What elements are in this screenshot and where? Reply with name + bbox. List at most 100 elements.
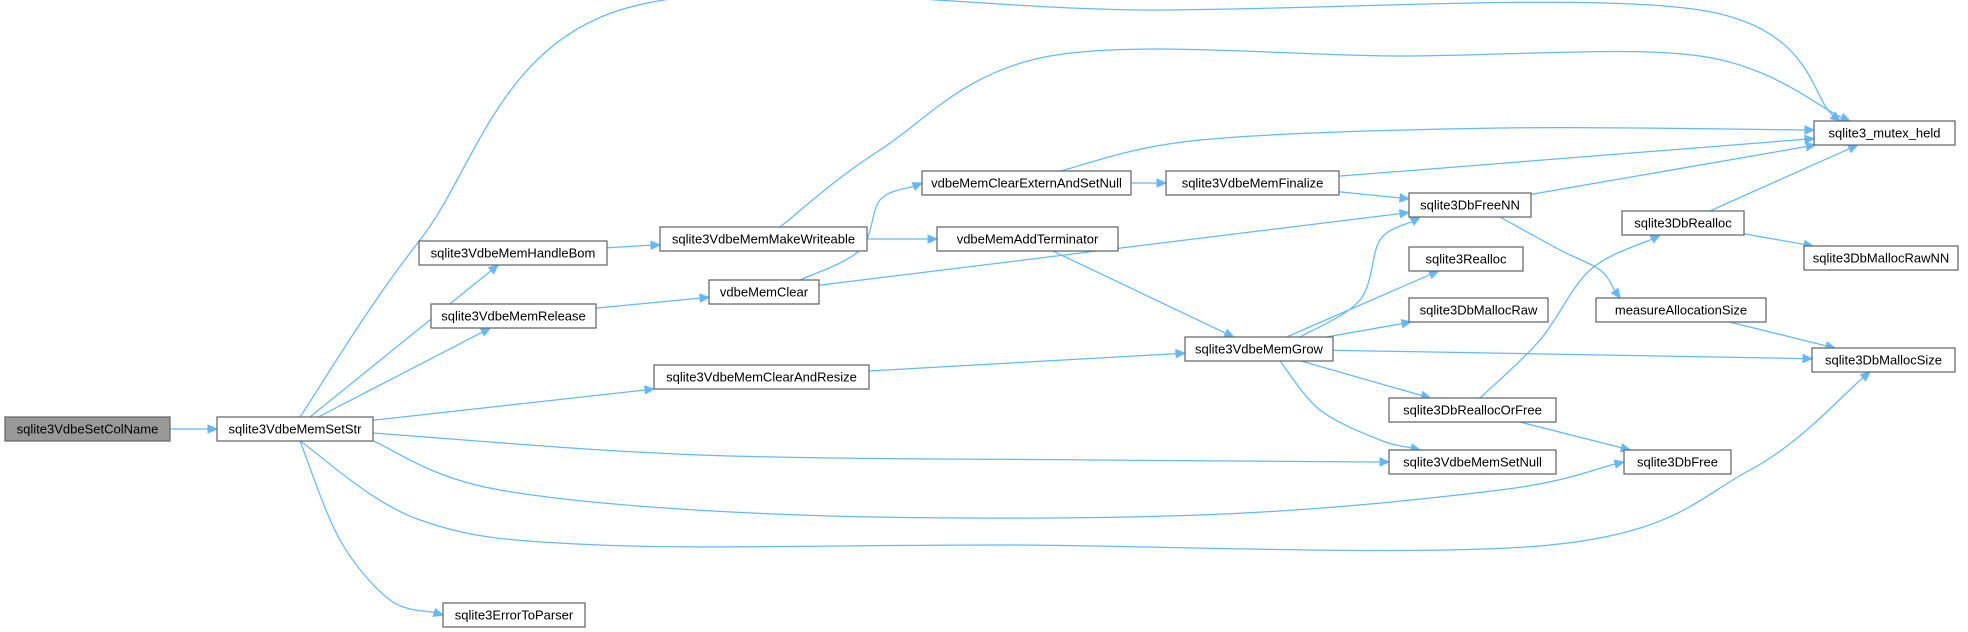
- edge-line: [1338, 191, 1401, 199]
- edge-setstr-to-dbfree: [372, 440, 1626, 519]
- node-label: sqlite3DbReallocOrFree: [1403, 403, 1542, 418]
- edge-finalize-to-dbfreenn: [1338, 191, 1411, 203]
- node-reallocorfree[interactable]: sqlite3DbReallocOrFree: [1388, 397, 1557, 423]
- edge-finalize-to-mutexheld: [1338, 134, 1816, 177]
- edge-line: [1709, 148, 1850, 212]
- node-box: [1408, 192, 1532, 218]
- node-box: [1623, 449, 1732, 475]
- edge-arrowhead: [1804, 125, 1816, 135]
- node-box: [659, 226, 868, 252]
- edge-line: [299, 377, 1864, 552]
- edge-line: [372, 440, 1616, 519]
- node-measure[interactable]: measureAllocationSize: [1595, 297, 1767, 323]
- node-setnull[interactable]: sqlite3VdbeMemSetNull: [1388, 449, 1557, 475]
- edge-line: [309, 270, 492, 418]
- node-label: sqlite3VdbeMemGrow: [1195, 342, 1323, 357]
- node-box: [936, 226, 1119, 252]
- edge-line: [317, 331, 483, 418]
- node-box: [1595, 297, 1767, 323]
- node-root[interactable]: sqlite3VdbeSetColName: [4, 416, 171, 442]
- node-label: sqlite3_mutex_held: [1828, 126, 1940, 141]
- edge-line: [372, 389, 646, 421]
- node-box: [442, 602, 586, 628]
- edge-setstr-to-mallocsize: [299, 371, 1871, 552]
- node-handlebom[interactable]: sqlite3VdbeMemHandleBom: [418, 240, 608, 266]
- node-mallocrawnn[interactable]: sqlite3DbMallocRawNN: [1803, 245, 1959, 271]
- edge-dbrealloc-to-mutexheld: [1709, 144, 1859, 212]
- edge-line: [1279, 360, 1412, 449]
- edge-setstr-to-errtoparser: [299, 440, 445, 618]
- edge-line: [868, 353, 1177, 372]
- edge-memgrow-to-dbfreenn: [1299, 216, 1422, 338]
- edge-handlebom-to-makewriteable: [606, 240, 662, 251]
- node-mallocsize[interactable]: sqlite3DbMallocSize: [1811, 347, 1956, 373]
- node-box: [1388, 449, 1557, 475]
- edge-line: [1332, 349, 1804, 360]
- node-setstr[interactable]: sqlite3VdbeMemSetStr: [216, 416, 374, 442]
- edge-arrowhead: [479, 327, 492, 337]
- nodes-layer: sqlite3VdbeSetColName sqlite3VdbeMemSetSt…: [4, 120, 1959, 628]
- edge-addterm-to-memgrow: [1052, 250, 1235, 338]
- node-memgrow[interactable]: sqlite3VdbeMemGrow: [1184, 336, 1334, 362]
- edge-arrowhead: [1649, 234, 1662, 244]
- node-dbfree[interactable]: sqlite3DbFree: [1623, 449, 1732, 475]
- node-mallocraw[interactable]: sqlite3DbMallocRaw: [1408, 297, 1549, 323]
- edge-line: [595, 297, 701, 309]
- edge-line: [779, 48, 1842, 228]
- node-box: [1813, 120, 1956, 146]
- node-label: sqlite3VdbeMemSetNull: [1403, 455, 1542, 470]
- edge-arrowhead: [1409, 216, 1422, 226]
- node-clearresize[interactable]: sqlite3VdbeMemClearAndResize: [653, 364, 870, 390]
- edge-line: [1530, 145, 1807, 196]
- node-box: [1184, 336, 1334, 362]
- edges-layer: [170, 0, 1871, 618]
- node-dbrealloc[interactable]: sqlite3DbRealloc: [1621, 210, 1745, 236]
- edge-line: [1743, 233, 1805, 246]
- edge-arrowhead: [1175, 348, 1187, 359]
- edge-makewriteable-to-mutexheld: [779, 48, 1852, 228]
- edge-line: [1499, 216, 1616, 292]
- edge-arrowhead: [1804, 134, 1816, 145]
- node-memclear[interactable]: vdbeMemClear: [708, 279, 820, 305]
- node-dbfreenn[interactable]: sqlite3DbFreeNN: [1408, 192, 1532, 218]
- node-release[interactable]: sqlite3VdbeMemRelease: [430, 303, 597, 329]
- edge-arrowhead: [644, 385, 656, 395]
- node-addterm[interactable]: vdbeMemAddTerminator: [936, 226, 1119, 252]
- node-label: sqlite3VdbeMemHandleBom: [431, 246, 596, 261]
- edge-line: [372, 432, 1381, 463]
- edge-setstr-to-handlebom: [309, 264, 500, 418]
- node-box: [216, 416, 374, 442]
- node-label: sqlite3VdbeMemSetStr: [229, 422, 363, 437]
- edge-arrowhead: [699, 293, 711, 303]
- node-box: [1408, 297, 1549, 323]
- edge-clearextern-to-mutexheld: [1059, 125, 1816, 172]
- node-box: [418, 240, 608, 266]
- edge-arrowhead: [1399, 193, 1411, 203]
- edge-line: [606, 244, 652, 249]
- edge-setstr-to-setnull: [372, 432, 1391, 467]
- node-box: [921, 170, 1132, 196]
- edge-clearresize-to-memgrow: [868, 348, 1187, 372]
- node-finalize[interactable]: sqlite3VdbeMemFinalize: [1165, 170, 1340, 196]
- node-makewriteable[interactable]: sqlite3VdbeMemMakeWriteable: [659, 226, 868, 252]
- node-clearextern[interactable]: vdbeMemClearExternAndSetNull: [921, 170, 1132, 196]
- edge-arrowhead: [207, 424, 219, 434]
- edge-arrowhead: [1398, 208, 1411, 219]
- node-realloc[interactable]: sqlite3Realloc: [1408, 246, 1524, 272]
- edge-line: [1052, 250, 1226, 334]
- edge-arrowhead: [487, 264, 500, 275]
- node-errtoparser[interactable]: sqlite3ErrorToParser: [442, 602, 586, 628]
- node-box: [1621, 210, 1745, 236]
- edge-arrowhead: [1610, 287, 1621, 300]
- edge-arrowhead: [1829, 111, 1841, 122]
- edge-line: [1299, 220, 1413, 338]
- edge-measure-to-mallocsize: [1729, 321, 1837, 351]
- edge-line: [1479, 238, 1653, 399]
- node-box: [430, 303, 597, 329]
- node-mutexheld[interactable]: sqlite3_mutex_held: [1813, 120, 1956, 146]
- edge-arrowhead: [927, 234, 939, 244]
- node-label: sqlite3Realloc: [1426, 252, 1507, 267]
- node-label: vdbeMemClear: [720, 285, 809, 300]
- node-label: sqlite3VdbeMemFinalize: [1182, 176, 1324, 191]
